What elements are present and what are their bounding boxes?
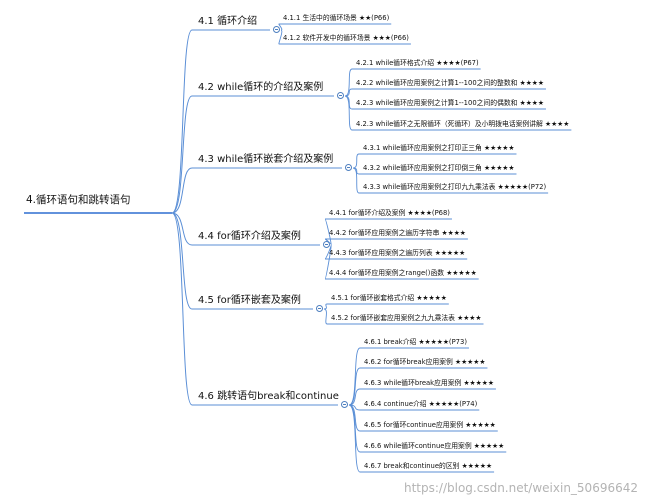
leaf-connector: [323, 303, 449, 310]
leaf-node[interactable]: 4.6.7 break和continue的区别 ★★★★★: [364, 462, 493, 470]
collapse-toggle-icon[interactable]: [316, 305, 323, 312]
leaf-node[interactable]: 4.6.1 break介绍 ★★★★★(P73): [364, 338, 467, 346]
leaf-connector: [344, 88, 546, 97]
leaf-node[interactable]: 4.2.3 while循环应用案例之计算1--100之间的偶数和 ★★★★: [356, 99, 544, 107]
leaf-connector: [324, 244, 479, 280]
watermark: https://blog.csdn.net/weixin_50696642: [403, 481, 638, 495]
leaf-node[interactable]: 4.1.2 软件开发中的循环场景 ★★★(P66): [283, 34, 409, 42]
collapse-toggle-icon[interactable]: [273, 26, 280, 33]
leaf-node[interactable]: 4.3.2 while循环应用案例之打印倒三角 ★★★★★: [363, 164, 515, 172]
branch-node[interactable]: 4.3 while循环嵌套介绍及案例: [198, 154, 334, 165]
leaf-connector: [323, 308, 484, 325]
leaf-connector: [348, 367, 488, 406]
leaf-node[interactable]: 4.1.1 生活中的循环场景 ★★(P66): [283, 14, 390, 22]
root-node[interactable]: 4.循环语句和跳转语句: [26, 194, 131, 206]
branch-node[interactable]: 4.4 for循环介绍及案例: [198, 231, 301, 242]
branch-connector: [171, 212, 320, 246]
leaf-node[interactable]: 4.4.4 for循环应用案例之range()函数 ★★★★★: [329, 269, 477, 277]
leaf-node[interactable]: 4.3.3 while循环应用案例之打印九九乘法表 ★★★★★(P72): [363, 183, 547, 191]
collapse-toggle-icon[interactable]: [341, 401, 348, 408]
leaf-connector: [344, 68, 481, 97]
branch-node[interactable]: 4.2 while循环的介绍及案例: [198, 82, 324, 93]
leaf-node[interactable]: 4.5.1 for循环嵌套格式介绍 ★★★★★: [331, 294, 447, 302]
leaf-node[interactable]: 4.6.4 continue介绍 ★★★★★(P74): [364, 400, 478, 408]
leaf-node[interactable]: 4.4.3 for循环应用案例之遍历列表 ★★★★★: [329, 249, 466, 257]
leaf-node[interactable]: 4.4.1 for循环介绍及案例 ★★★★(P68): [329, 209, 450, 217]
leaf-node[interactable]: 4.2.3 while循环之无限循环（死循环）及小明拨电话案例讲解 ★★★★: [356, 120, 570, 128]
leaf-connector: [348, 404, 495, 473]
branch-node[interactable]: 4.6 跳转语句break和continue: [198, 391, 339, 402]
leaf-connector: [344, 95, 572, 131]
leaf-node[interactable]: 4.5.2 for循环嵌套应用案例之九九乘法表 ★★★★: [331, 314, 482, 322]
branch-node[interactable]: 4.5 for循环嵌套及案例: [198, 295, 301, 306]
leaf-node[interactable]: 4.2.1 while循环格式介绍 ★★★★(P67): [356, 59, 479, 67]
leaf-connector: [348, 347, 469, 406]
leaf-node[interactable]: 4.2.2 while循环应用案例之计算1--100之间的整数和 ★★★★: [356, 79, 544, 87]
leaf-connector: [278, 23, 392, 31]
leaf-connector: [348, 404, 480, 411]
leaf-node[interactable]: 4.4.2 for循环应用案例之遍历字符串 ★★★★: [329, 229, 466, 237]
collapse-toggle-icon[interactable]: [337, 92, 344, 99]
leaf-connector: [278, 29, 411, 45]
branch-connector: [171, 167, 342, 214]
collapse-toggle-icon[interactable]: [323, 241, 330, 248]
leaf-connector: [324, 238, 468, 246]
leaf-connector: [352, 153, 517, 169]
leaf-connector: [348, 388, 496, 406]
leaf-node[interactable]: 4.6.5 for循环continue应用案例 ★★★★★: [364, 421, 496, 429]
leaf-node[interactable]: 4.6.6 while循环continue应用案例 ★★★★★: [364, 442, 505, 450]
leaf-node[interactable]: 4.3.1 while循环应用案例之打印正三角 ★★★★★: [363, 144, 515, 152]
collapse-toggle-icon[interactable]: [345, 164, 352, 171]
branch-node[interactable]: 4.1 循环介绍: [198, 16, 258, 27]
leaf-node[interactable]: 4.6.2 for循环break应用案例 ★★★★★: [364, 358, 486, 366]
branch-connector: [171, 212, 313, 310]
branch-connector: [171, 212, 338, 406]
branch-connector: [171, 95, 334, 214]
leaf-connector: [352, 167, 549, 194]
branch-connector: [171, 29, 270, 214]
leaf-node[interactable]: 4.6.3 while循环break应用案例 ★★★★★: [364, 379, 494, 387]
